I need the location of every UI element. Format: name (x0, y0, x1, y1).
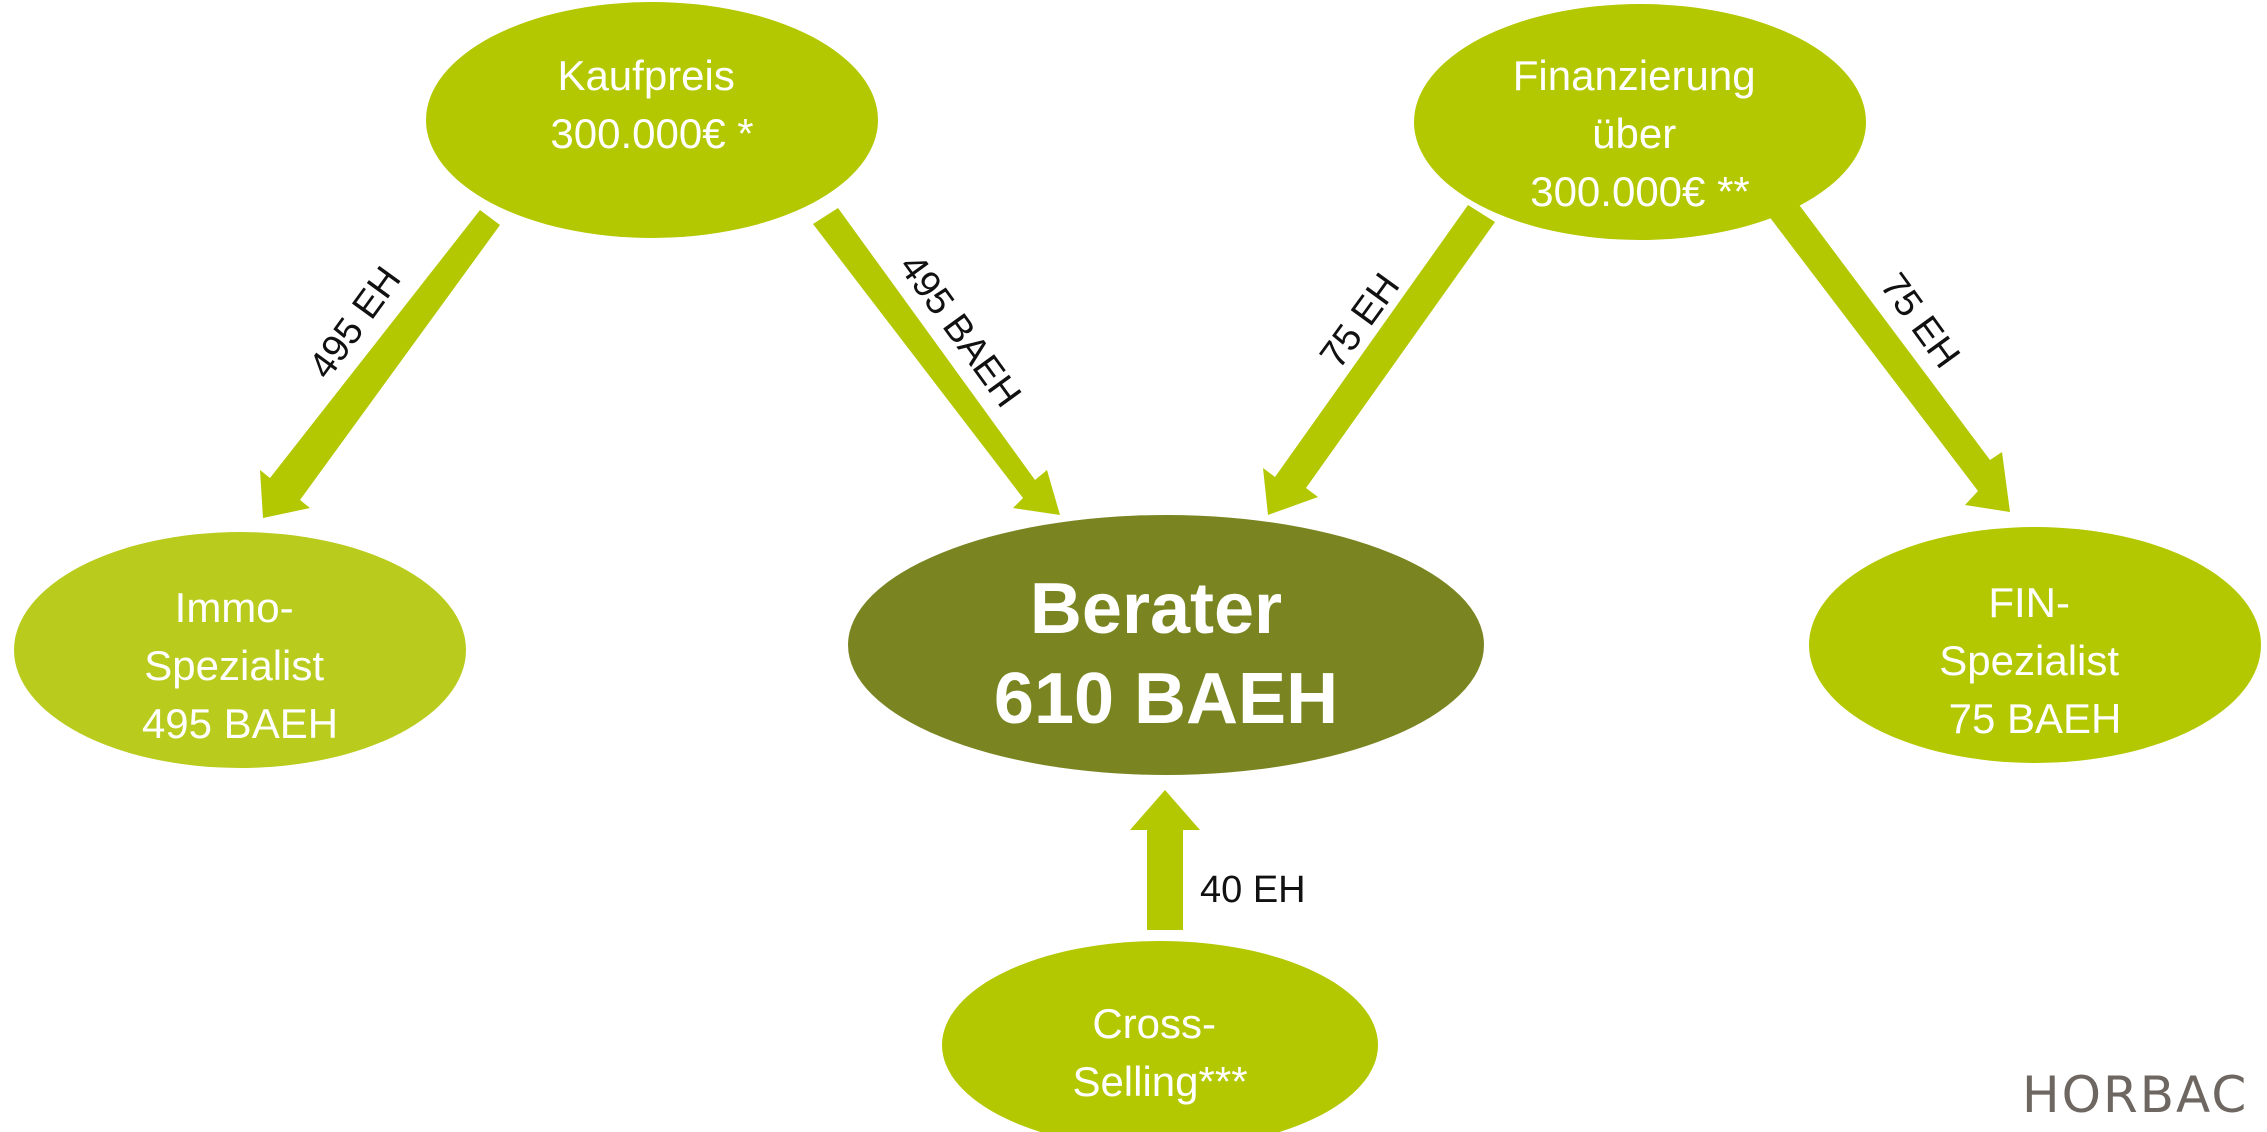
node-fin-line-2: Spezialist (1939, 637, 2119, 684)
edge-label-cross-selling: 40 EH (1200, 869, 1306, 911)
node-finanzierung-line-2: über (1592, 110, 1676, 157)
node-cross-text: Cross- Selling*** (1072, 1000, 1247, 1105)
brand-logo: HORBAC (2022, 1066, 2248, 1124)
node-kaufpreis-text: Kaufpreis 300.000€ * (550, 52, 753, 157)
node-berater-text: Berater 610 BAEH (994, 569, 1338, 739)
node-finanzierung-text: Finanzierung über 300.000€ ** (1513, 52, 1767, 215)
node-immo-text: Immo- Spezialist 495 BAEH (142, 584, 338, 747)
node-berater: Berater 610 BAEH (848, 515, 1484, 775)
node-finanzierung-line-1: Finanzierung (1513, 52, 1756, 99)
arrow-cross-selling-to-berater (1130, 790, 1200, 930)
node-kaufpreis-line-2: 300.000€ * (550, 110, 753, 157)
node-finanzierung-line-3: 300.000€ ** (1530, 168, 1750, 215)
arrow-finanzierung-to-berater (1263, 205, 1495, 515)
node-immo-line-2: Spezialist (144, 642, 324, 689)
node-cross-line-1: Cross- (1092, 1000, 1216, 1047)
node-immo-spezialist: Immo- Spezialist 495 BAEH (14, 532, 466, 768)
node-fin-text: FIN- Spezialist 75 BAEH (1939, 579, 2130, 742)
node-immo-line-1: Immo- (175, 584, 294, 631)
arrow-kaufpreis-to-berater (813, 208, 1060, 515)
node-berater-line-1: Berater (1030, 569, 1282, 649)
node-fin-spezialist: FIN- Spezialist 75 BAEH (1809, 527, 2261, 763)
node-fin-line-1: FIN- (1988, 579, 2070, 626)
node-berater-line-2: 610 BAEH (994, 659, 1338, 739)
node-finanzierung: Finanzierung über 300.000€ ** (1414, 4, 1866, 240)
arrow-kaufpreis-to-immo (260, 210, 500, 518)
node-kaufpreis: Kaufpreis 300.000€ * (426, 2, 878, 238)
node-immo-line-3: 495 BAEH (142, 700, 338, 747)
node-fin-line-3: 75 BAEH (1949, 695, 2122, 742)
arrow-finanzierung-to-fin-spezialist (1768, 198, 2010, 512)
node-cross-line-2: Selling*** (1072, 1058, 1247, 1105)
node-cross-selling: Cross- Selling*** (942, 941, 1378, 1132)
node-kaufpreis-line-1: Kaufpreis (557, 52, 734, 99)
